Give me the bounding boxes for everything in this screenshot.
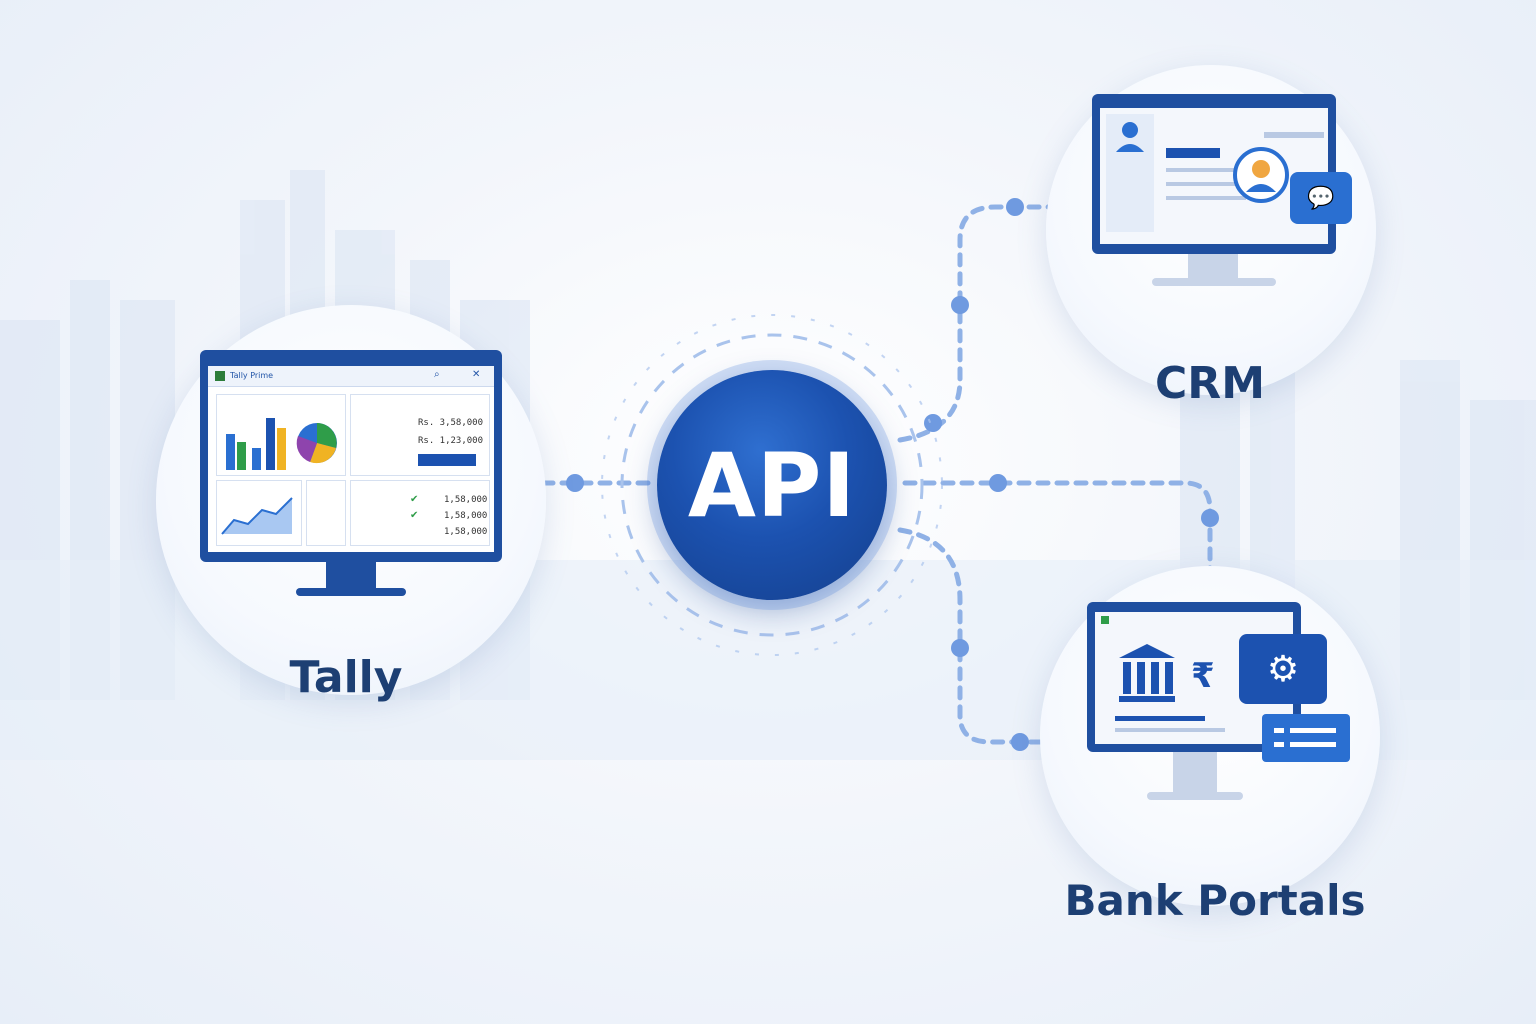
crm-monitor: 💬 [1092, 94, 1352, 304]
api-orbit-ring [620, 333, 924, 637]
bank-app-icon [1101, 616, 1109, 624]
document-card-icon [1262, 714, 1350, 762]
connector-dot [1011, 733, 1029, 751]
crm-label: CRM [1155, 358, 1265, 409]
connector-dot [1201, 509, 1219, 527]
profile-avatar-icon [1233, 147, 1289, 203]
connector-dot [951, 296, 969, 314]
monitor-base [296, 588, 406, 596]
crm-screen [1100, 108, 1328, 244]
connector-dot [989, 474, 1007, 492]
bank-building-icon [1119, 644, 1175, 702]
connector-dot [566, 474, 584, 492]
tally-app-icon [215, 371, 225, 381]
monitor-stand [1188, 254, 1238, 278]
user-icon [1116, 122, 1144, 152]
monitor-base [1152, 278, 1276, 286]
tally-amount: Rs. 3,58,000 [418, 418, 484, 428]
bank-portals-label: Bank Portals [1064, 876, 1366, 925]
tally-ledger-value: 1,58,000 [444, 527, 488, 537]
tally-label: Tally [289, 652, 403, 703]
check-icon: ✔ [410, 494, 419, 505]
monitor-base [1147, 792, 1243, 800]
tally-ledger-value: 1,58,000 [444, 511, 488, 521]
gear-icon: ⚙ [1239, 634, 1327, 704]
api-hub: API [657, 370, 887, 600]
tally-action-button[interactable] [418, 454, 476, 466]
search-icon: ⌕ [434, 369, 440, 380]
bar-chart-graphic [226, 418, 337, 470]
api-label: API [687, 433, 857, 537]
tally-ledger-value: 1,58,000 [444, 495, 488, 505]
connector-dot [1006, 198, 1024, 216]
tally-window-title: Tally Prime [230, 371, 274, 380]
check-icon: ✔ [410, 510, 419, 521]
bank-monitor: ₹ ⚙ [1087, 602, 1357, 812]
monitor-stand [1173, 752, 1217, 792]
api-orbit-ring [601, 314, 943, 656]
close-icon: ✕ [472, 369, 481, 380]
tally-amount: Rs. 1,23,000 [418, 436, 484, 446]
rupee-icon: ₹ [1191, 656, 1215, 696]
connector-dot [924, 414, 942, 432]
connector-api-bank-lower [897, 527, 1088, 745]
area-chart-graphic [221, 497, 293, 535]
chat-icon: 💬 [1290, 172, 1352, 224]
monitor-stand [326, 562, 376, 590]
connector-dot [951, 639, 969, 657]
tally-monitor: Tally Prime ⌕ ✕ Rs. 3,58,000 Rs. 1,23,00… [200, 350, 502, 600]
tally-screen: Tally Prime ⌕ ✕ Rs. 3,58,000 Rs. 1,23,00… [208, 366, 494, 552]
